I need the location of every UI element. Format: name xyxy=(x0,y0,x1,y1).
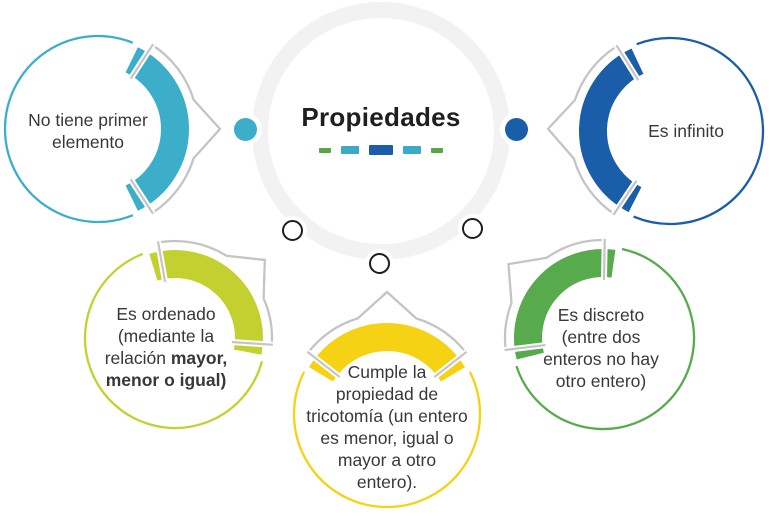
ribbon-edge-line xyxy=(433,350,468,378)
node-label-text: Es discreto xyxy=(557,305,645,325)
satellite-node-no-primer-elemento xyxy=(3,34,222,224)
node-label-text: enteros no hay xyxy=(543,349,659,369)
connector-circle xyxy=(368,252,390,274)
accent-arc xyxy=(125,47,189,211)
accent-arc xyxy=(309,323,465,382)
node-label-text: relación xyxy=(104,348,171,368)
node-label-line: relación mayor, xyxy=(69,347,264,369)
node-label-text: otro entero) xyxy=(555,371,647,391)
node-label-line: (entre dos xyxy=(511,326,691,348)
ribbon-edge-line xyxy=(504,343,546,352)
node-label-line: enteros no hay xyxy=(511,348,691,370)
accent-arc xyxy=(149,250,263,355)
node-label-text: No tiene primer xyxy=(28,110,148,130)
node-ring xyxy=(515,247,696,431)
node-label-line: elemento xyxy=(0,131,178,153)
ribbon-edge-line xyxy=(602,239,606,281)
hub-dash xyxy=(403,146,421,154)
satellite-node-es-infinito xyxy=(546,36,765,226)
node-ring xyxy=(83,252,264,430)
connector-dot-right xyxy=(504,117,528,141)
node-label-line: (mediante la xyxy=(69,325,264,347)
node-label-text: (entre dos xyxy=(561,327,641,347)
node-label-es-infinito: Es infinito xyxy=(606,120,766,142)
satellite-node-tricotomia xyxy=(292,290,482,509)
hub-title: Propiedades xyxy=(301,102,461,132)
ribbon-edge-line xyxy=(612,180,638,216)
node-label-text: Es infinito xyxy=(648,121,724,141)
ribbon-edge-line xyxy=(615,44,640,81)
hub-dashes xyxy=(319,144,443,156)
node-label-line: Es ordenado xyxy=(69,303,264,325)
satellite-node-es-ordenado xyxy=(83,239,274,430)
node-label-text: mayor, xyxy=(170,348,228,368)
node-label-text: menor o igual) xyxy=(105,370,227,390)
connector-circle xyxy=(461,217,483,239)
node-label-text: Cumple la xyxy=(347,362,427,382)
node-label-line: Cumple la xyxy=(280,361,495,383)
hub-dash xyxy=(369,145,393,155)
node-label-text: Es ordenado xyxy=(116,304,216,324)
node-label-line: es menor, igual o xyxy=(280,427,495,449)
node-label-line: Es discreto xyxy=(511,304,691,326)
accent-arc xyxy=(579,48,644,213)
node-ring xyxy=(3,34,134,224)
hub-dash xyxy=(319,147,331,153)
node-label-line: otro entero) xyxy=(511,370,691,392)
accent-arc xyxy=(514,249,616,360)
node-label-line: tricotomía (un entero xyxy=(280,405,495,427)
satellite-node-es-discreto xyxy=(503,238,696,431)
ribbon-edge-line xyxy=(129,43,154,80)
ribbon-edge-line xyxy=(129,178,154,215)
hub-dash xyxy=(431,147,443,153)
hub-dash xyxy=(341,146,359,154)
node-label-text: (mediante la xyxy=(117,326,215,346)
node-ring xyxy=(292,371,482,509)
node-label-line: No tiene primer xyxy=(0,109,178,131)
node-label-text: elemento xyxy=(52,132,124,152)
connector-circle xyxy=(281,219,303,241)
node-label-text: mayor a otro xyxy=(337,450,437,470)
node-ring xyxy=(633,36,765,226)
node-label-line: mayor a otro xyxy=(280,449,495,471)
node-label-line: Es infinito xyxy=(606,120,766,142)
connector-dot-left xyxy=(233,117,257,141)
node-label-line: menor o igual) xyxy=(69,369,264,391)
node-label-line: propiedad de xyxy=(280,383,495,405)
node-label-text: propiedad de xyxy=(335,384,439,404)
node-label-text: es menor, igual o xyxy=(320,428,454,448)
ribbon-edge-line xyxy=(231,340,273,346)
node-label-text: entero). xyxy=(356,472,418,492)
ribbon-edge-line xyxy=(156,241,167,283)
ribbon-edge-line xyxy=(306,350,341,378)
node-label-text: tricotomía (un entero xyxy=(306,406,468,426)
node-label-line: entero). xyxy=(280,471,495,493)
